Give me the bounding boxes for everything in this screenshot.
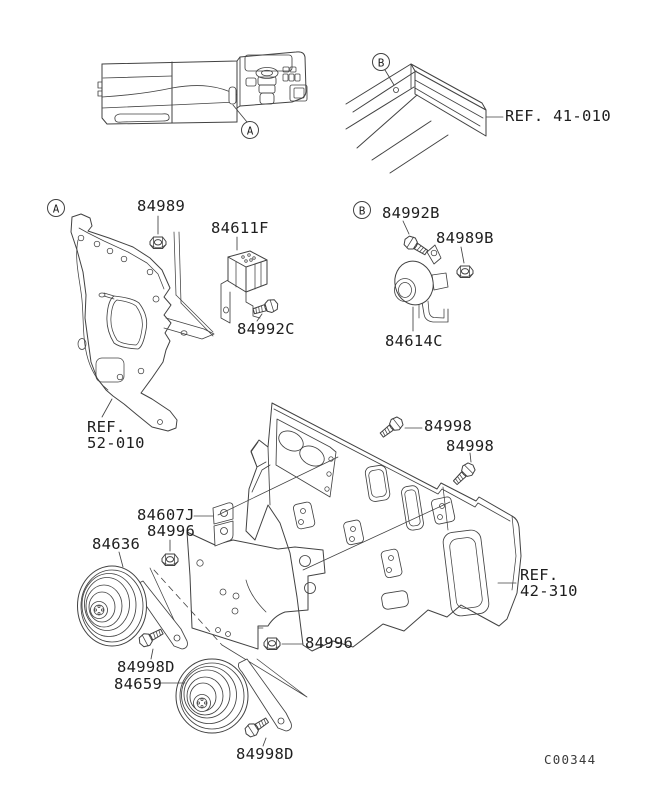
nut-84996b-drawing: [263, 637, 281, 650]
relay-bracket-plate-drawing: [70, 213, 215, 432]
bolt-84998a-drawing: [377, 414, 407, 441]
drawing-code: C00344: [544, 752, 597, 767]
callout-circles: [47, 53, 390, 219]
bolt-84992c-drawing: [251, 297, 281, 318]
callout-a-top: A: [246, 124, 254, 138]
projection-lines: [149, 231, 451, 698]
nut-84996a-drawing: [161, 553, 179, 566]
cab-overview-drawing: [97, 51, 308, 125]
bolt-84998db-drawing: [242, 714, 272, 740]
part-label-84614c: 84614C: [385, 332, 443, 350]
part-label-84992c: 84992C: [237, 320, 295, 338]
bolt-84992b-drawing: [401, 233, 431, 259]
part-label-84998d-a: 84998D: [117, 658, 175, 676]
bolt-84998b-drawing: [450, 459, 479, 488]
cab-panel-drawing: [245, 402, 522, 652]
ref-label-52-010-line2: 52-010: [87, 434, 145, 452]
horn-84636-drawing: [77, 565, 188, 650]
nut-84989-drawing: [149, 236, 167, 249]
horn-84659-drawing: [175, 658, 292, 734]
relay-84611f-drawing: [220, 250, 268, 324]
horn-84614c-drawing: [394, 244, 449, 323]
part-label-84992b: 84992B: [382, 204, 440, 222]
callout-b-section: B: [358, 204, 366, 218]
part-label-84998d-b: 84998D: [236, 745, 294, 763]
callout-a-section: A: [52, 202, 60, 216]
bolt-84998da-drawing: [136, 625, 166, 650]
part-label-84989: 84989: [137, 197, 186, 215]
part-label-84996-a: 84996: [147, 522, 196, 540]
horn-bracket-84607j-drawing: [186, 502, 326, 650]
nut-84989b-drawing: [456, 265, 474, 278]
part-label-84989b: 84989B: [436, 229, 494, 247]
leader-lines: [101, 69, 517, 747]
ref-label-52-010-line1: REF.: [87, 418, 126, 436]
part-label-84611f: 84611F: [211, 219, 269, 237]
part-label-84659: 84659: [114, 675, 163, 693]
frame-overview-drawing: [345, 63, 487, 174]
part-label-84636: 84636: [92, 535, 141, 553]
ref-label-42-310-line1: REF.: [520, 566, 559, 584]
part-label-84996-b: 84996: [305, 634, 354, 652]
part-label-84607j: 84607J: [137, 506, 195, 524]
part-label-84998-b: 84998: [446, 437, 495, 455]
ref-label-42-310-line2: 42-310: [520, 582, 578, 600]
part-label-84998-a: 84998: [424, 417, 473, 435]
ref-label-41-010: REF. 41-010: [505, 107, 611, 125]
callout-b-top: B: [377, 56, 385, 70]
